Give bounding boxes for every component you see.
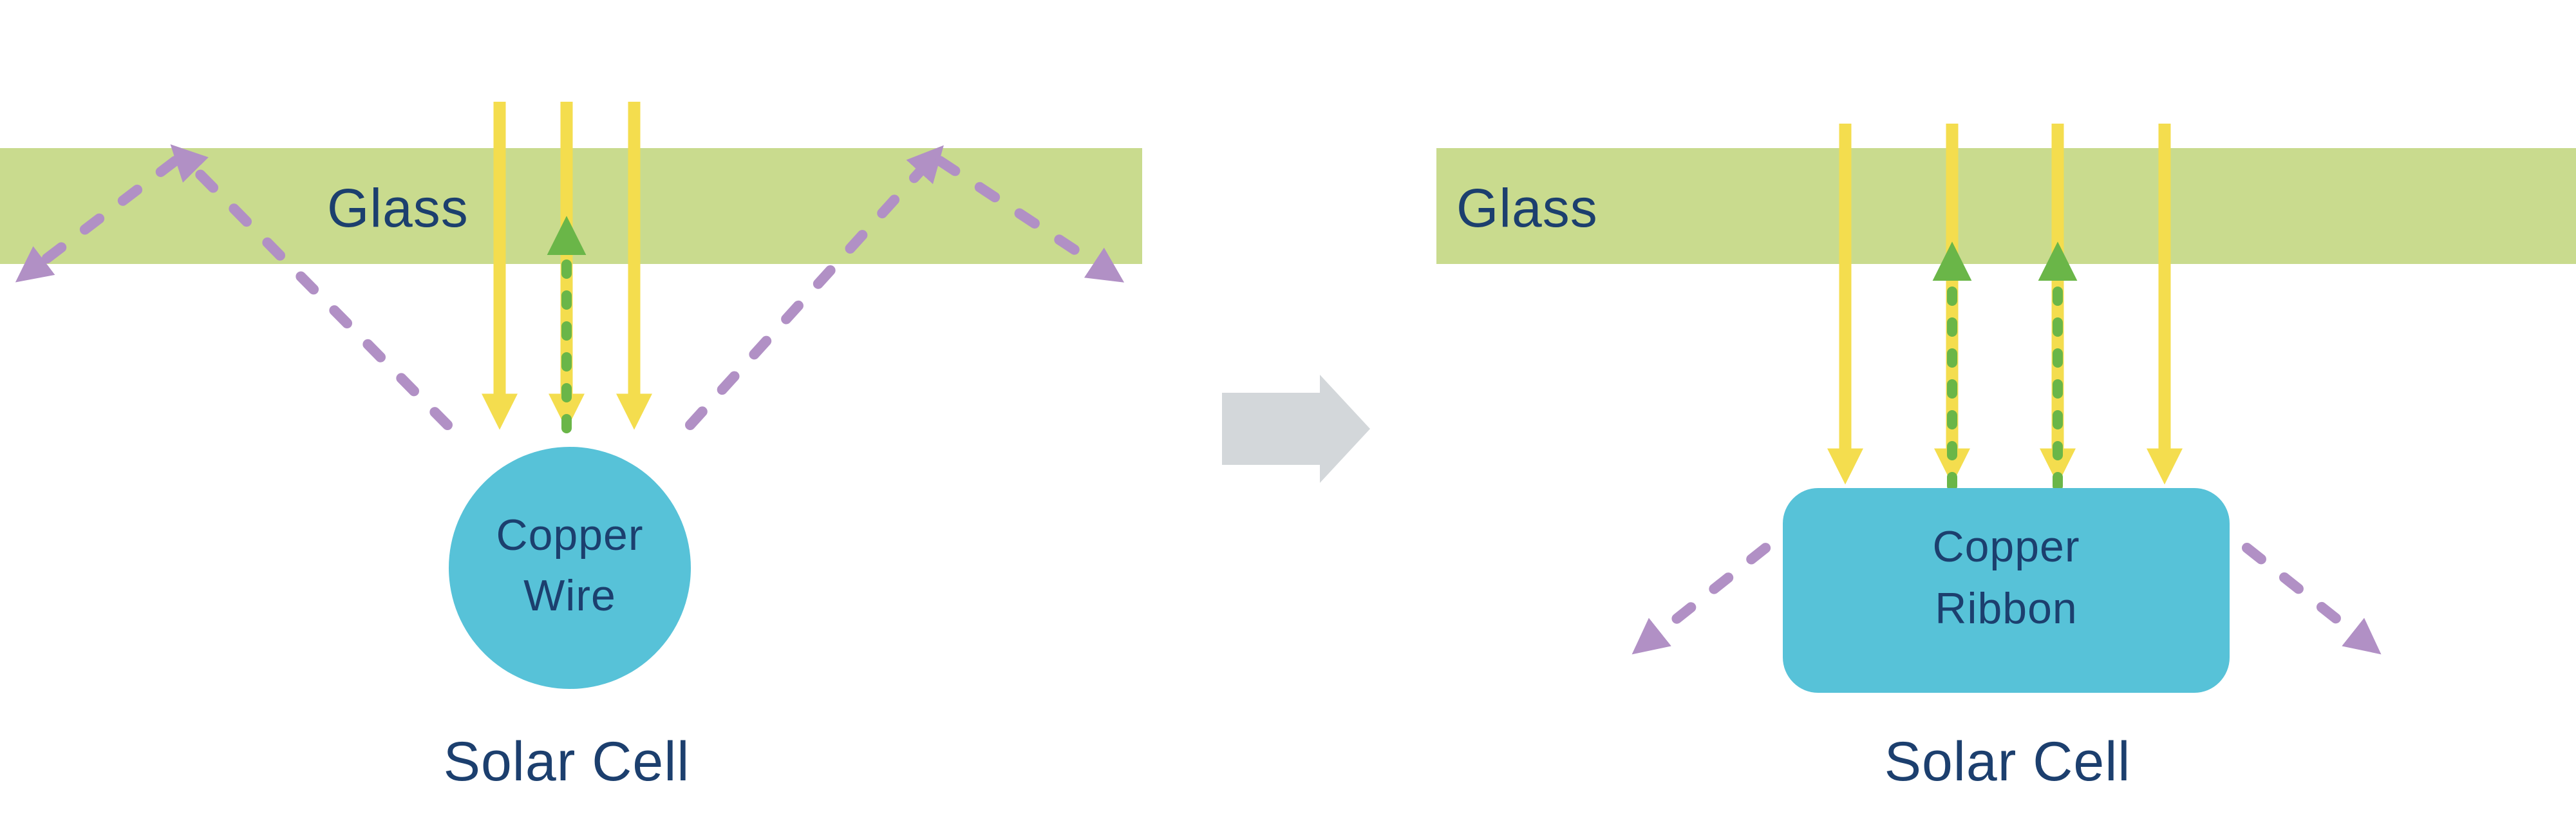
reflected-light-arrow bbox=[15, 156, 180, 283]
glass-label: Glass bbox=[327, 178, 469, 238]
reflected-light-arrow bbox=[685, 145, 944, 430]
right-panel: Glass Copper Ribbon Solar Cell bbox=[1436, 124, 2576, 793]
reflected-light-arrow bbox=[935, 156, 1125, 283]
copper-ribbon-label-line2: Ribbon bbox=[1935, 584, 2078, 633]
reflected-light-arrow bbox=[1631, 513, 1808, 655]
glass-band bbox=[1436, 148, 2576, 264]
copper-ribbon-label-line1: Copper bbox=[1932, 522, 2080, 571]
copper-ribbon-shape bbox=[1783, 488, 2230, 693]
copper-wire-shape bbox=[449, 447, 691, 689]
reflected-light-arrow bbox=[170, 144, 453, 430]
copper-wire-label-line2: Wire bbox=[523, 571, 616, 620]
solar-cell-label: Solar Cell bbox=[444, 731, 690, 793]
glass-label: Glass bbox=[1456, 178, 1598, 238]
transition-arrow-icon bbox=[1222, 375, 1370, 483]
left-panel: Glass Copper Wire Solar Cell bbox=[0, 102, 1142, 793]
solar-cell-label: Solar Cell bbox=[1885, 731, 2131, 793]
copper-wire-label-line1: Copper bbox=[496, 511, 643, 560]
reflected-light-arrow bbox=[2205, 513, 2382, 655]
